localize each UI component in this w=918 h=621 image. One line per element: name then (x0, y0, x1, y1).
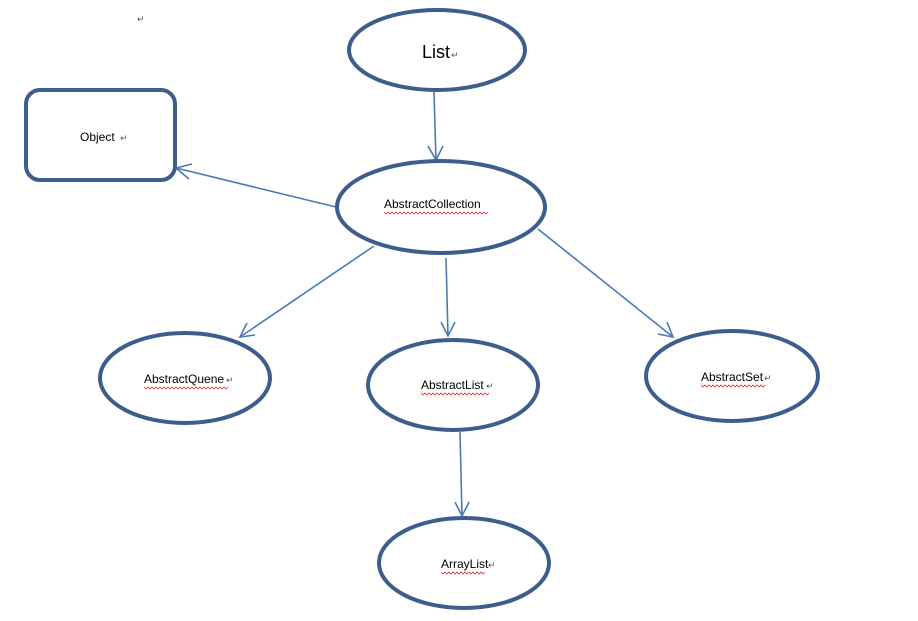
edge-abstract-list-to-array-list (454, 431, 470, 518)
edge-abstract-collection-to-abstract-set (537, 228, 675, 339)
spell-underline (420, 392, 490, 396)
node-abstract-collection[interactable]: AbstractCollection (335, 159, 547, 255)
node-label-array-list: ArrayList (441, 557, 489, 571)
edge-list-to-abstract-collection (427, 91, 444, 162)
node-array-list[interactable]: ArrayList ↵ (377, 516, 551, 610)
paragraph-mark: ↵ (764, 374, 772, 384)
node-abstract-quene[interactable]: AbstractQuene ↵ (98, 331, 272, 425)
paragraph-mark: ↵ (486, 382, 494, 392)
node-object[interactable]: Object ↵ (24, 88, 177, 182)
paragraph-mark: ↵ (451, 51, 459, 61)
node-label-abstract-list: AbstractList (421, 378, 484, 392)
node-abstract-list[interactable]: AbstractList ↵ (366, 338, 540, 432)
node-label-abstract-set: AbstractSet (701, 370, 764, 384)
node-label-abstract-collection: AbstractCollection (384, 197, 481, 211)
edge-abstract-collection-to-abstract-list (440, 257, 456, 338)
paragraph-mark: ↵ (137, 15, 145, 25)
spell-underline (143, 386, 229, 390)
node-label-object: Object (80, 130, 115, 144)
spell-underline (383, 211, 489, 215)
node-list[interactable]: List ↵ (347, 8, 527, 92)
edge-abstract-collection-to-object (174, 163, 337, 208)
paragraph-mark: ↵ (488, 561, 496, 571)
spell-underline (440, 571, 486, 575)
paragraph-mark: ↵ (226, 376, 234, 386)
node-abstract-set[interactable]: AbstractSet ↵ (644, 329, 820, 423)
paragraph-mark: ↵ (120, 134, 128, 144)
spell-underline (700, 384, 766, 388)
edges-group (174, 91, 675, 518)
node-label-list: List (422, 42, 450, 62)
nodes-group: List ↵ Object ↵ AbstractCollection Abstr… (24, 8, 820, 610)
edge-abstract-collection-to-abstract-quene (238, 245, 375, 338)
node-label-abstract-quene: AbstractQuene (144, 372, 224, 386)
